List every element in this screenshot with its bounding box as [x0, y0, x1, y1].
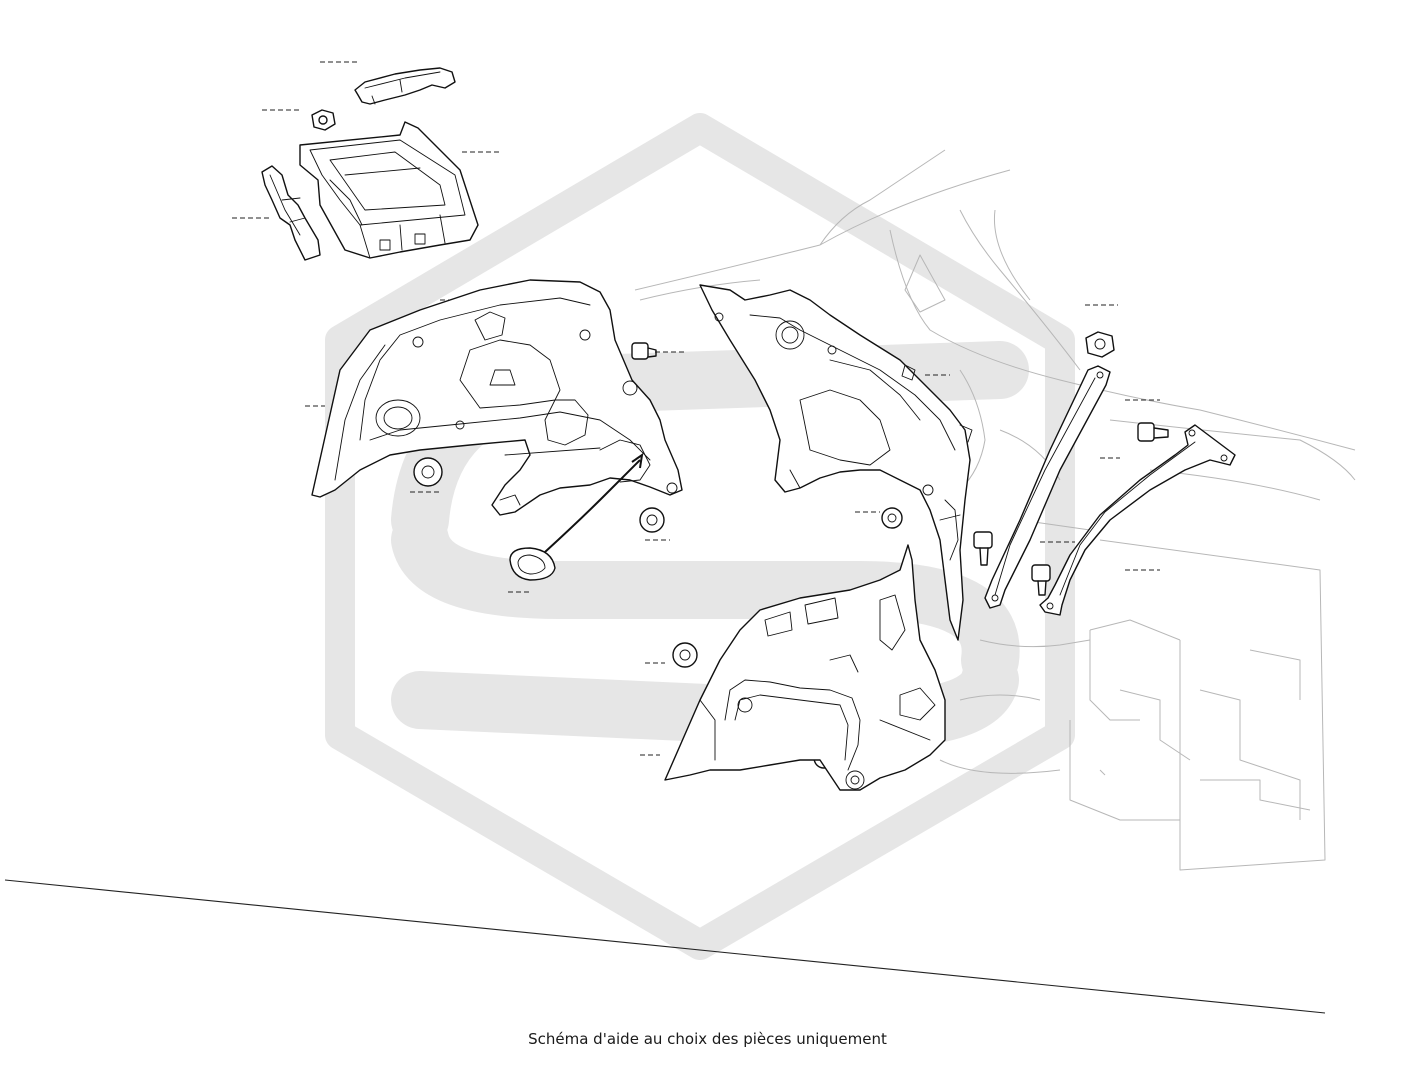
flange-bolt-4 — [1031, 564, 1051, 596]
wheel-arch-liner-grommet[interactable] — [509, 547, 556, 581]
section-line — [4, 879, 1326, 1014]
inner-fender-panel[interactable] — [699, 284, 973, 641]
disclaimer-caption: Schéma d'aide au choix des pièces unique… — [528, 1030, 887, 1048]
pointer-arrowhead — [631, 452, 644, 469]
push-clip-1 — [413, 457, 443, 487]
flange-bolt-1 — [631, 342, 657, 360]
push-clip-5 — [881, 507, 903, 529]
battery-tray-bracket[interactable] — [261, 165, 321, 261]
reference-markers — [232, 61, 1160, 756]
battery-tray[interactable] — [299, 121, 479, 259]
battery-tray-nut[interactable] — [311, 109, 336, 131]
flange-bolt-3 — [973, 531, 993, 566]
strut-tower-brace[interactable] — [984, 365, 1111, 609]
pointer-arrow — [544, 459, 641, 553]
push-clip-3 — [672, 642, 698, 668]
battery-hold-down-clamp[interactable] — [354, 67, 456, 105]
push-clip-2 — [639, 507, 665, 533]
flange-bolt-2 — [1137, 422, 1169, 442]
flange-nut-strut — [1085, 331, 1115, 358]
fender-support-rod[interactable] — [1039, 424, 1236, 616]
lower-splash-shield[interactable] — [664, 544, 946, 791]
flange-bolts[interactable] — [631, 331, 1169, 596]
front-wheel-arch-liner[interactable] — [311, 279, 683, 516]
vehicle-body-outline — [634, 149, 1356, 871]
